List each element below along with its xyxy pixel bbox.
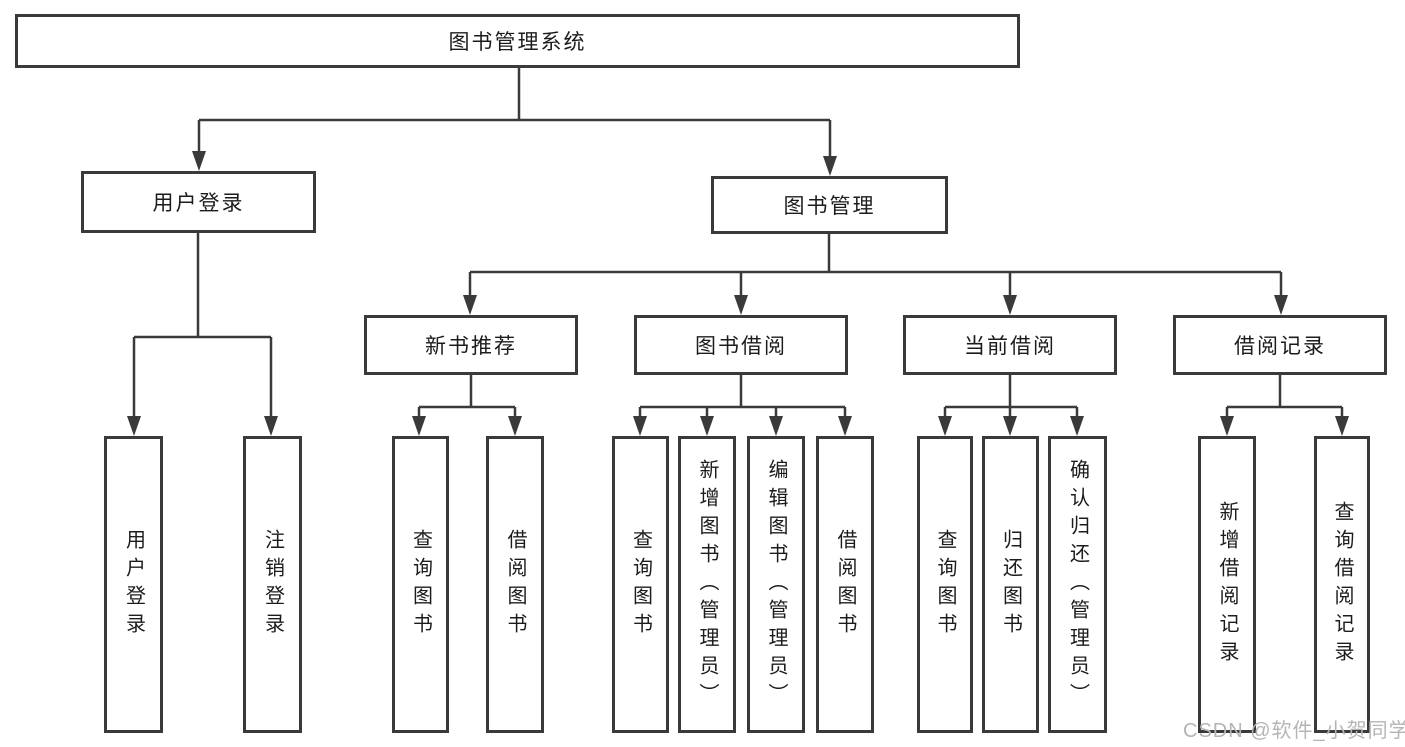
node-borrow-records: 借阅记录 (1173, 315, 1387, 375)
leaf-edit-books-admin: 编辑图书（管理员） (747, 436, 805, 733)
node-current-borrow: 当前借阅 (903, 315, 1117, 375)
leaf-confirm-return-admin: 确认归还（管理员） (1048, 436, 1107, 733)
leaf-return-books: 归还图书 (982, 436, 1039, 733)
node-library-management-system: 图书管理系统 (15, 14, 1020, 68)
node-book-management: 图书管理 (711, 176, 948, 234)
arrowheads (127, 151, 1349, 436)
watermark: CSDN @软件_小贺同学 (1183, 720, 1405, 742)
leaf-add-books-admin: 新增图书（管理员） (678, 436, 736, 733)
leaf-query-borrow-record: 查询借阅记录 (1314, 436, 1370, 733)
leaf-borrow-query-books: 查询图书 (612, 436, 669, 733)
leaf-recommend-query-books: 查询图书 (392, 436, 449, 733)
node-new-book-recommend: 新书推荐 (364, 315, 578, 375)
leaf-current-query-books: 查询图书 (917, 436, 973, 733)
node-book-borrow: 图书借阅 (634, 315, 848, 375)
leaf-user-login: 用户登录 (104, 436, 163, 733)
leaf-recommend-borrow-books: 借阅图书 (486, 436, 544, 733)
leaf-logout: 注销登录 (243, 436, 302, 733)
leaf-borrow-books: 借阅图书 (816, 436, 874, 733)
leaf-add-borrow-record: 新增借阅记录 (1198, 436, 1256, 733)
node-user-login: 用户登录 (81, 171, 316, 233)
